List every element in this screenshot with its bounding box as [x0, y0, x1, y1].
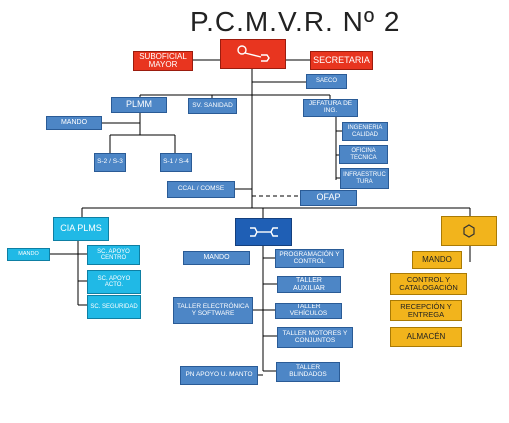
taller-blindados-box: TALLER BLINDADOS [276, 362, 340, 382]
mando-center-box: MANDO [183, 251, 250, 265]
infraestructura-box: INFRAESTRUC TURA [340, 168, 389, 189]
page-title: P.C.M.V.R. Nº 2 [190, 6, 401, 37]
wrench-icon [238, 220, 289, 244]
mando-right-box: MANDO [412, 251, 462, 269]
saeco-box: SAECO [306, 74, 347, 89]
recepcion-entrega-box: RECEPCIÓN Y ENTREGA [390, 300, 462, 321]
s2-s3-box: S-2 / S-3 [94, 153, 126, 172]
plmm-box: PLMM [111, 97, 167, 113]
s1-s4-box: S-1 / S-4 [160, 153, 192, 172]
cia-plms-box: CIA PLMS [53, 217, 109, 241]
suboficial-mayor-box: SUBOFICIAL MAYOR [133, 51, 193, 71]
almacen-box: ALMACÉN [390, 327, 462, 347]
oficina-tecnica-box: OFICINA TECNICA [339, 145, 388, 164]
wrench-icon [223, 41, 283, 67]
top-command-box [220, 39, 286, 69]
right-unit-box [441, 216, 497, 246]
mando-plmm-box: MANDO [46, 116, 102, 130]
ofap-box: OFAP [300, 190, 357, 206]
sc-apoyo-centro-box: SC. APOYO CENTRO [87, 245, 140, 265]
taller-electronica-box: TALLER ELECTRÓNICA Y SOFTWARE [173, 297, 253, 324]
taller-vehiculos-box: TALLER VEHÍCULOS [275, 303, 342, 319]
programacion-control-box: PROGRAMACIÓN Y CONTROL [275, 249, 344, 268]
control-catalogacion-box: CONTROL Y CATALOGACIÓN [390, 273, 467, 295]
taller-auxiliar-box: TALLER AUXILIAR [277, 276, 341, 293]
hexagon-icon [444, 218, 494, 244]
ingenieria-calidad-box: INGENIERIA CALIDAD [342, 122, 388, 141]
sc-apoyo-acto-box: SC. APOYO ACTO. [87, 270, 141, 294]
center-unit-box [235, 218, 292, 246]
sc-seguridad-box: SC. SEGURIDAD [87, 295, 141, 319]
pn-apoyo-manto-box: PN APOYO U. MANTO [180, 366, 258, 385]
taller-motores-box: TALLER MOTORES Y CONJUNTOS [277, 327, 353, 348]
sv-sanidad-box: SV. SANIDAD [188, 98, 237, 114]
secretaria-box: SECRETARIA [310, 51, 373, 70]
mando-cia-box: MANDO [7, 248, 50, 261]
ccal-comse-box: CCAL / COMSE [167, 181, 235, 198]
jefatura-ing-box: JEFATURA DE ING. [303, 99, 358, 117]
